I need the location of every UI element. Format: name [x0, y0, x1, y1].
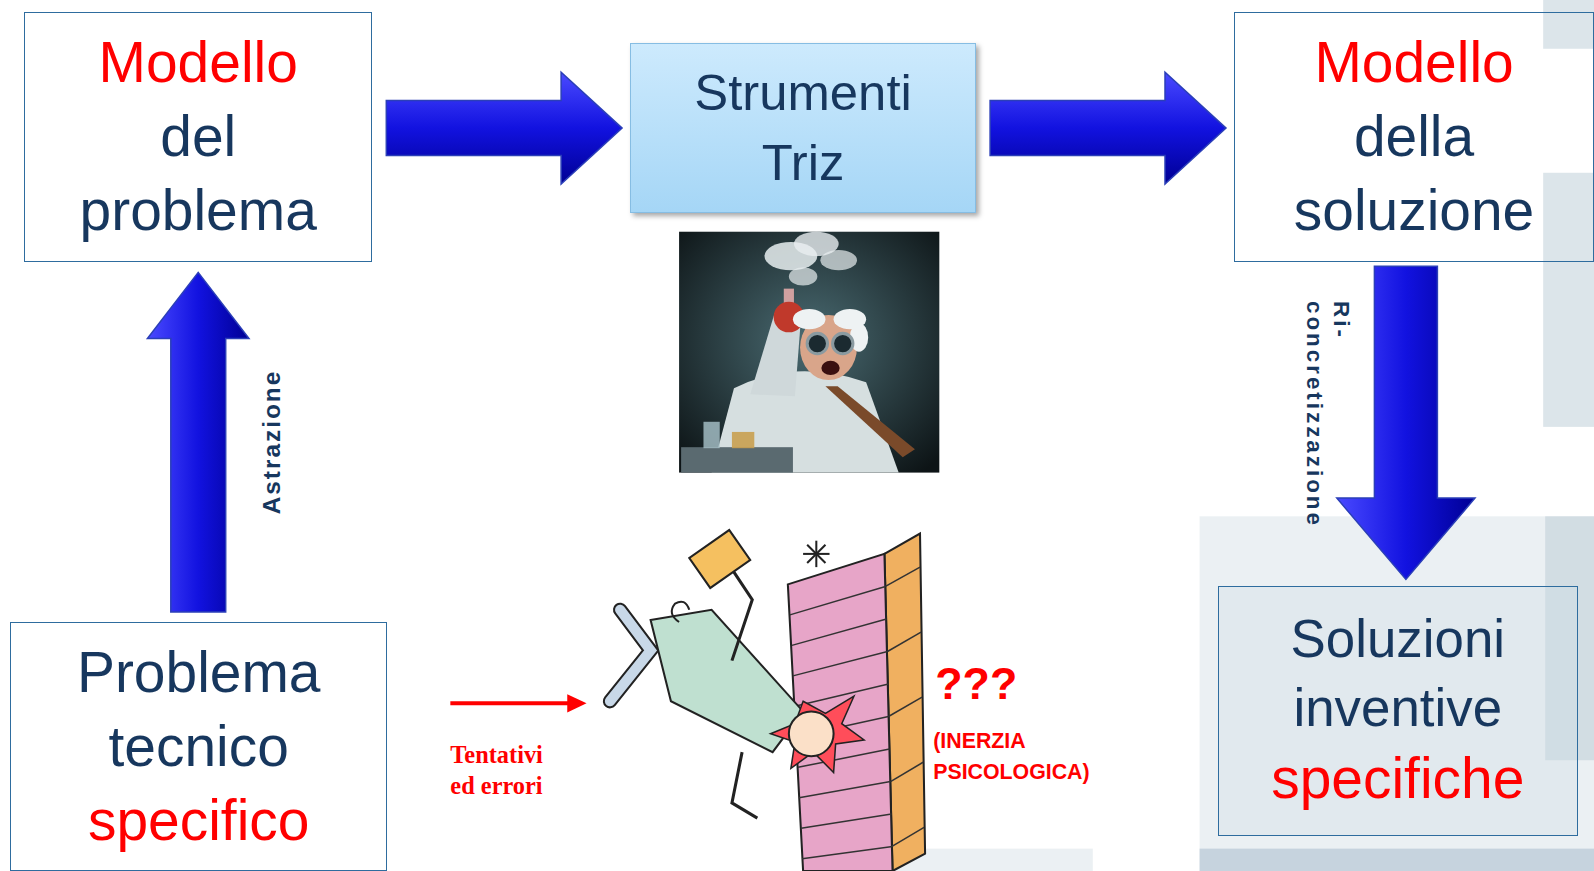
block-arrow	[386, 72, 622, 184]
note-text: (INERZIA PSICOLOGICA)	[933, 726, 1121, 788]
scientist-illustration-part	[820, 250, 857, 270]
trial-error-cartoon	[610, 530, 925, 871]
tools-box: Strumenti Triz	[630, 43, 976, 214]
block-arrow	[990, 72, 1226, 184]
trial-error-cartoon-part	[732, 569, 752, 660]
edge-label: Astrazione	[258, 370, 287, 515]
trial-error-cartoon-part	[689, 530, 750, 588]
scientist-illustration-part	[679, 232, 939, 473]
solution-box: Soluzioni inventivespecifiche	[1218, 586, 1578, 836]
scientist-illustration-part	[833, 333, 853, 353]
question-marks: ???	[935, 659, 1077, 708]
box-text: Problema tecnico	[46, 636, 351, 784]
deco-squares-part	[1543, 0, 1594, 49]
trial-error-cartoon-part-part	[801, 814, 891, 828]
edge-label: Ri- concretizzazione	[1300, 301, 1354, 545]
box-text: specifiche	[1271, 742, 1524, 816]
scientist-illustration-part	[825, 386, 914, 457]
trial-error-cartoon-part-part	[888, 697, 922, 716]
deco-squares-part	[1543, 173, 1594, 427]
block-arrow	[1337, 266, 1475, 579]
trial-error-cartoon-part-part	[892, 827, 925, 846]
trial-error-cartoon-part	[610, 610, 651, 701]
trial-error-cartoon-part	[803, 541, 829, 567]
trial-error-cartoon-part-part	[807, 545, 825, 563]
box-text: Strumenti Triz	[671, 58, 935, 198]
trial-error-cartoon-part-part	[891, 762, 924, 781]
box-text: Modello	[1314, 26, 1513, 100]
trial-error-cartoon-part	[771, 696, 865, 772]
scientist-illustration-part	[732, 432, 754, 448]
trial-error-cartoon-part-part	[802, 847, 892, 859]
trial-error-cartoon-part	[610, 610, 651, 701]
box-text: del problema	[56, 100, 341, 248]
trial-error-cartoon-part	[732, 752, 757, 818]
trial-error-cartoon-part-part	[887, 632, 921, 651]
trial-error-cartoon-part-part	[790, 586, 886, 614]
scientist-illustration-part	[807, 333, 827, 353]
trial-error-cartoon-part	[672, 602, 689, 622]
trial-error-cartoon-part-part	[799, 782, 890, 798]
trial-error-cartoon-part-part	[807, 545, 825, 563]
block-arrow	[147, 272, 249, 612]
note-text: Tentativi ed errori	[450, 740, 570, 801]
trial-error-cartoon-part	[789, 711, 834, 756]
trial-arrow-part	[567, 694, 586, 712]
model-box: Modellodel problema	[24, 12, 372, 262]
box-text: della soluzione	[1262, 100, 1567, 248]
box-text: specifico	[88, 784, 309, 858]
trial-error-cartoon-part-part	[793, 651, 888, 675]
scientist-illustration	[679, 232, 939, 473]
trial-error-cartoon-part-part	[792, 619, 887, 645]
trial-arrow-part	[450, 701, 569, 705]
box-text: Soluzioni inventive	[1245, 605, 1550, 742]
problem-box: Problema tecnicospecifico	[10, 622, 387, 871]
box-text: Modello	[99, 26, 298, 100]
scientist-illustration-part	[793, 309, 826, 329]
scientist-illustration-part	[681, 447, 793, 472]
trial-error-cartoon-part-part	[885, 567, 920, 586]
model-box: Modellodella soluzione	[1234, 12, 1594, 262]
scientist-illustration-part	[703, 422, 719, 448]
scientist-illustration-part	[789, 267, 817, 285]
scientist-illustration-part	[821, 361, 839, 375]
deco-squares-part	[1200, 849, 1594, 871]
trial-arrow	[450, 694, 586, 712]
